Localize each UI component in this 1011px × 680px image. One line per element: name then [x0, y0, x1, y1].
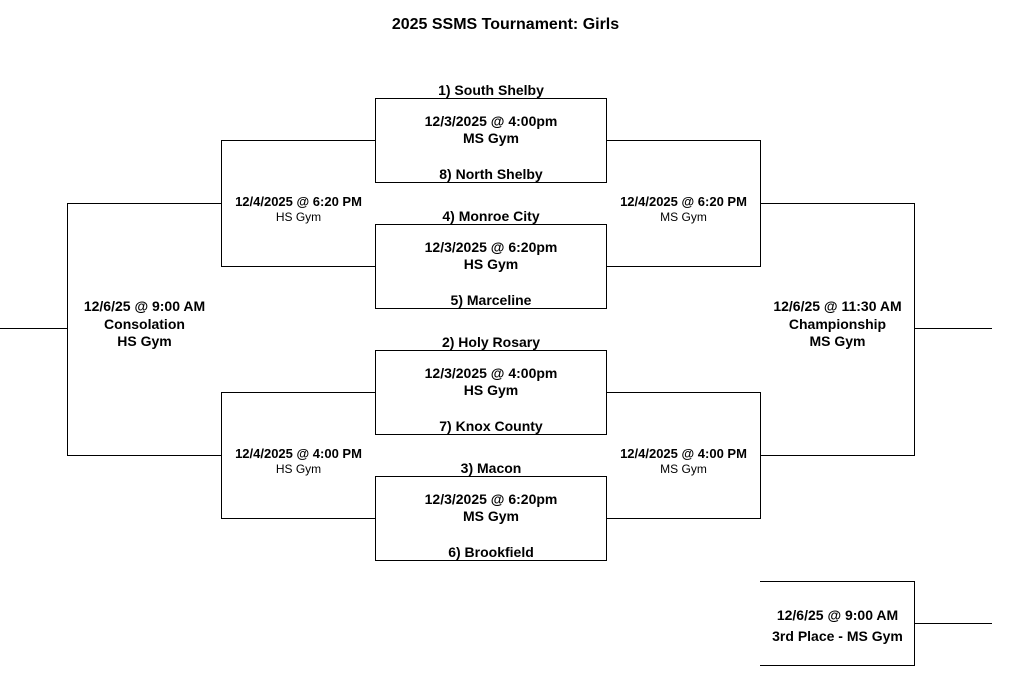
championship-date: 12/6/25 @ 11:30 AM [773, 298, 902, 314]
team-seed-7: 7) Knox County [439, 418, 543, 434]
game-venue: HS Gym [463, 256, 519, 272]
third-place-label: 3rd Place - MS Gym [772, 628, 903, 644]
bracket-line [914, 623, 992, 624]
bracket-line [606, 518, 761, 519]
semifinal-venue: MS Gym [660, 210, 707, 224]
game-venue: MS Gym [462, 130, 519, 146]
team-seed-2: 2) Holy Rosary [441, 334, 541, 350]
bracket-line [606, 140, 761, 141]
game-date: 12/3/2025 @ 4:00pm [424, 365, 558, 381]
game-venue: HS Gym [463, 382, 519, 398]
team-seed-8: 8) North Shelby [439, 166, 543, 182]
consolation-label: Consolation [104, 316, 185, 332]
bracket-line [221, 518, 376, 519]
bracket-line [914, 203, 915, 456]
team-seed-5: 5) Marceline [450, 292, 532, 308]
team-seed-3: 3) Macon [460, 460, 522, 476]
third-place-date: 12/6/25 @ 9:00 AM [776, 607, 899, 623]
semifinal-venue: MS Gym [660, 462, 707, 476]
bracket-line [67, 455, 222, 456]
bracket-line [221, 140, 376, 141]
bracket-line [760, 203, 915, 204]
bracket-line [67, 203, 68, 456]
bracket-line [760, 455, 915, 456]
bracket-line [606, 392, 761, 393]
semifinal-date: 12/4/2025 @ 6:20 PM [620, 194, 747, 209]
bracket-line [760, 665, 915, 666]
bracket-line [221, 392, 376, 393]
bracket-line [221, 266, 376, 267]
bracket-line [67, 203, 222, 204]
bracket-line [914, 328, 992, 329]
team-seed-1: 1) South Shelby [438, 82, 544, 98]
game-date: 12/3/2025 @ 6:20pm [424, 239, 558, 255]
consolation-venue: HS Gym [117, 333, 172, 349]
bracket-line [606, 266, 761, 267]
game-venue: MS Gym [462, 508, 519, 524]
championship-label: Championship [788, 316, 887, 332]
semifinal-date: 12/4/2025 @ 6:20 PM [235, 194, 362, 209]
game-date: 12/3/2025 @ 4:00pm [424, 113, 558, 129]
page-title: 2025 SSMS Tournament: Girls [391, 16, 620, 33]
team-seed-6: 6) Brookfield [448, 544, 534, 560]
championship-venue: MS Gym [809, 333, 866, 349]
bracket-line [760, 581, 915, 582]
game-date: 12/3/2025 @ 6:20pm [424, 491, 558, 507]
semifinal-venue: HS Gym [275, 462, 322, 476]
semifinal-date: 12/4/2025 @ 4:00 PM [620, 446, 747, 461]
semifinal-date: 12/4/2025 @ 4:00 PM [235, 446, 362, 461]
semifinal-venue: HS Gym [275, 210, 322, 224]
consolation-date: 12/6/25 @ 9:00 AM [83, 298, 206, 314]
bracket-line [0, 328, 68, 329]
team-seed-4: 4) Monroe City [442, 208, 540, 224]
